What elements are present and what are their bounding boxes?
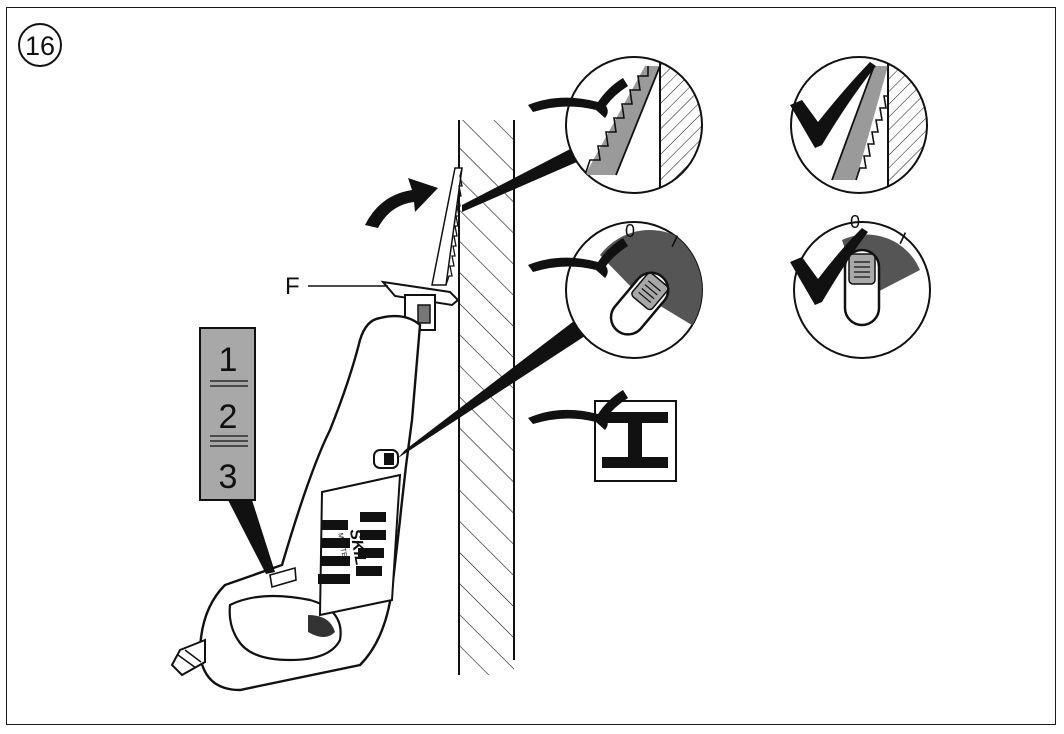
cross-icon: [528, 390, 628, 430]
cross-icon: [528, 238, 628, 278]
speed-level-3: 3: [219, 458, 238, 496]
figure-number: 16: [25, 31, 55, 61]
figure-number-badge: 16: [18, 23, 62, 67]
blade-detail-leader: [462, 145, 586, 212]
reciprocating-saw: SKIL MASTERS: [170, 314, 422, 692]
detail-blade-wrong: [528, 56, 703, 194]
vent-slots: [318, 512, 386, 584]
checkmark-icon: [790, 228, 868, 305]
switch-mark-zero: 0: [625, 221, 635, 241]
figure-frame: [6, 7, 1056, 725]
speed-level-2: 2: [219, 398, 238, 436]
speed-switch-on-tool: [373, 449, 399, 469]
part-f-callout: F: [285, 273, 388, 300]
part-label-f: F: [285, 273, 300, 300]
saw-blade: [431, 167, 463, 286]
tilt-arrow-icon: [365, 178, 438, 228]
detail-switch-wrong: 0 I: [528, 221, 703, 359]
speed-selector-box: 1 2 3: [199, 327, 275, 574]
checkmark-icon: [790, 62, 876, 148]
switch-detail-leader: [398, 318, 588, 458]
cross-icon: [528, 78, 628, 118]
detail-ibeam-wrong: [528, 390, 677, 482]
detail-blade-correct: [790, 56, 928, 194]
switch-mark-zero: 0: [850, 212, 860, 232]
speed-level-1: 1: [219, 341, 238, 379]
detail-switch-correct: 0 I: [790, 212, 931, 359]
brand-name: SKIL: [346, 528, 369, 567]
speed-wheel-on-tool: [269, 566, 297, 589]
